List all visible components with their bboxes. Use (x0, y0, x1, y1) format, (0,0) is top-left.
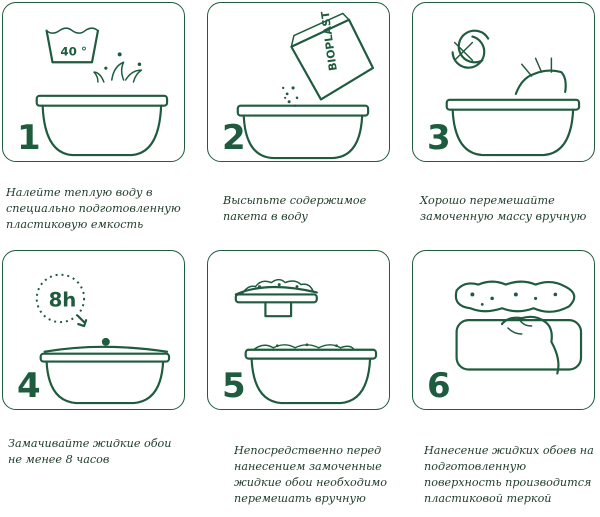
apply-with-trowel-icon (454, 280, 583, 375)
step-caption-1: Налейте теплую воду в специально подгото… (6, 186, 181, 231)
step-number: 3 (427, 118, 451, 158)
timer-label: 8h (49, 288, 77, 311)
step-caption-6: Нанесение жидких обоев на подготовленную… (424, 444, 594, 505)
brand-label: BIOPLAST (319, 10, 340, 72)
step-card-4: 8h 4 (2, 250, 185, 410)
step-caption-2: Высыпьте содержимое пакета в воду (223, 194, 367, 223)
step-number: 4 (17, 366, 41, 406)
step-caption-4: Замачивайте жидкие обои не менее 8 часов (8, 437, 172, 466)
temperature-label: 40 ° (60, 44, 87, 58)
trowel-basin-icon (234, 278, 378, 405)
step-card-3: 3 (412, 2, 595, 162)
step-card-6: 6 (412, 250, 595, 410)
step-number: 2 (222, 118, 246, 158)
pour-package-icon: BIOPLAST (236, 10, 375, 160)
step-card-5: 5 (207, 250, 390, 410)
mix-by-hand-icon (445, 29, 581, 157)
timer-icon: 8h (35, 273, 88, 328)
timer-basin-icon: 8h (35, 273, 171, 405)
rotate-icon (451, 29, 490, 69)
step-number: 5 (222, 366, 246, 406)
step-card-1: 40 ° 1 (2, 2, 185, 162)
step-caption-5: Непосредственно перед нанесением замочен… (234, 444, 388, 505)
basin-water-icon: 40 ° (35, 27, 169, 157)
step-caption-3: Хорошо перемешайте замоченную массу вруч… (420, 194, 587, 223)
step-card-2: BIOPLAST 2 (207, 2, 390, 162)
step-number: 1 (17, 118, 41, 158)
step-number: 6 (427, 366, 451, 406)
